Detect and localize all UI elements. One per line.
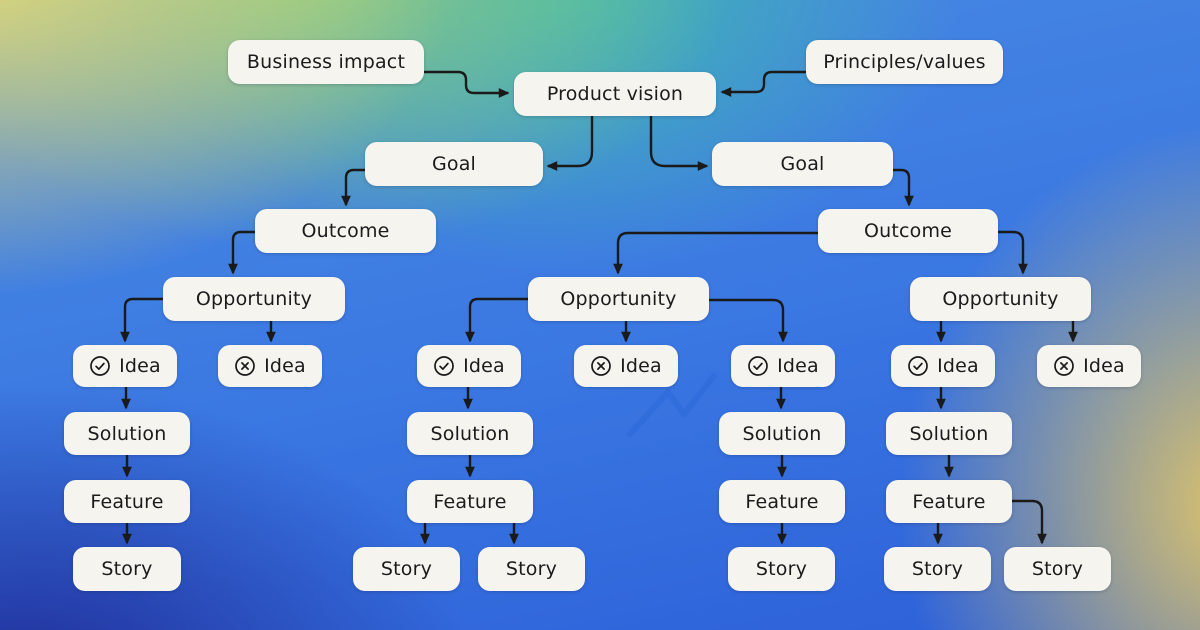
node-label: Feature <box>912 490 986 513</box>
node-outcome-1: Outcome <box>255 209 436 253</box>
node-idea-4: Idea <box>574 345 678 387</box>
node-solution-3: Solution <box>719 412 845 455</box>
node-goal-1: Goal <box>365 142 543 186</box>
node-idea-7: Idea <box>1037 345 1141 387</box>
node-feature-4: Feature <box>886 480 1012 523</box>
check-circle-icon <box>89 355 111 377</box>
edge-feature-4-to-story-6 <box>1012 499 1047 545</box>
edge-principles-values-to-product-vision <box>720 70 806 97</box>
watermark-scribble <box>627 373 717 437</box>
edge-business-impact-to-product-vision <box>424 70 510 98</box>
node-solution-1: Solution <box>64 412 190 455</box>
node-idea-2: Idea <box>218 345 322 387</box>
edge-outcome-1-to-opportunity-1 <box>228 230 255 275</box>
node-product-vision: Product vision <box>514 72 716 116</box>
node-opportunity-3: Opportunity <box>910 277 1091 321</box>
node-label: Principles/values <box>823 51 986 73</box>
node-label: Business impact <box>246 51 406 73</box>
node-story-4: Story <box>728 547 835 591</box>
node-label: Feature <box>745 490 819 513</box>
node-label: Story <box>101 558 153 580</box>
node-label: Solution <box>87 422 167 445</box>
edge-outcome-2-to-opportunity-2 <box>613 231 818 275</box>
node-feature-1: Feature <box>64 480 190 523</box>
node-idea-5: Idea <box>731 345 835 387</box>
node-label: Idea <box>777 355 819 377</box>
node-feature-2: Feature <box>407 480 533 523</box>
node-label: Story <box>505 558 558 580</box>
node-label: Product vision <box>546 83 684 105</box>
check-circle-icon <box>907 355 929 377</box>
node-label: Idea <box>1083 355 1125 377</box>
node-label: Solution <box>909 422 989 445</box>
node-opportunity-1: Opportunity <box>163 277 345 321</box>
edge-goal-2-to-outcome-2 <box>893 168 914 207</box>
check-circle-icon <box>747 355 769 377</box>
node-solution-4: Solution <box>886 412 1012 455</box>
node-feature-3: Feature <box>719 480 845 523</box>
node-principles-values: Principles/values <box>806 40 1003 84</box>
node-label: Idea <box>264 355 306 377</box>
node-label: Outcome <box>301 220 390 242</box>
node-label: Feature <box>90 490 164 513</box>
node-goal-2: Goal <box>712 142 893 186</box>
node-story-6: Story <box>1004 547 1111 591</box>
node-label: Opportunity <box>942 288 1059 310</box>
node-idea-6: Idea <box>891 345 995 387</box>
x-circle-icon <box>590 355 612 377</box>
node-label: Story <box>755 558 808 580</box>
node-label: Goal <box>780 153 825 175</box>
node-label: Idea <box>463 355 505 377</box>
node-story-2: Story <box>353 547 460 591</box>
edge-outcome-2-to-opportunity-3 <box>998 230 1028 275</box>
node-label: Story <box>380 558 433 580</box>
node-solution-2: Solution <box>407 412 533 455</box>
node-label: Opportunity <box>560 288 677 310</box>
node-business-impact: Business impact <box>228 40 424 84</box>
node-label: Opportunity <box>195 288 313 310</box>
node-label: Solution <box>742 422 822 445</box>
node-label: Idea <box>119 355 161 377</box>
node-label: Story <box>911 558 964 580</box>
x-circle-icon <box>234 355 256 377</box>
edge-opportunity-2-to-idea-3 <box>465 297 528 343</box>
node-story-3: Story <box>478 547 585 591</box>
node-label: Solution <box>430 422 510 445</box>
x-circle-icon <box>1053 355 1075 377</box>
node-label: Outcome <box>863 220 953 242</box>
edge-goal-1-to-outcome-1 <box>341 168 365 207</box>
node-label: Goal <box>431 153 477 175</box>
node-outcome-2: Outcome <box>818 209 998 253</box>
check-circle-icon <box>433 355 455 377</box>
edge-opportunity-2-to-idea-5 <box>709 298 788 343</box>
node-idea-1: Idea <box>73 345 177 387</box>
node-label: Story <box>1031 558 1084 580</box>
node-idea-3: Idea <box>417 345 521 387</box>
edge-product-vision-to-goal-1 <box>546 116 594 171</box>
node-opportunity-2: Opportunity <box>528 277 709 321</box>
node-label: Idea <box>937 355 979 377</box>
node-label: Idea <box>620 355 662 377</box>
edge-opportunity-1-to-idea-1 <box>120 297 163 343</box>
node-story-1: Story <box>73 547 181 591</box>
edge-product-vision-to-goal-2 <box>649 116 709 171</box>
node-label: Feature <box>433 490 507 513</box>
node-story-5: Story <box>884 547 991 591</box>
